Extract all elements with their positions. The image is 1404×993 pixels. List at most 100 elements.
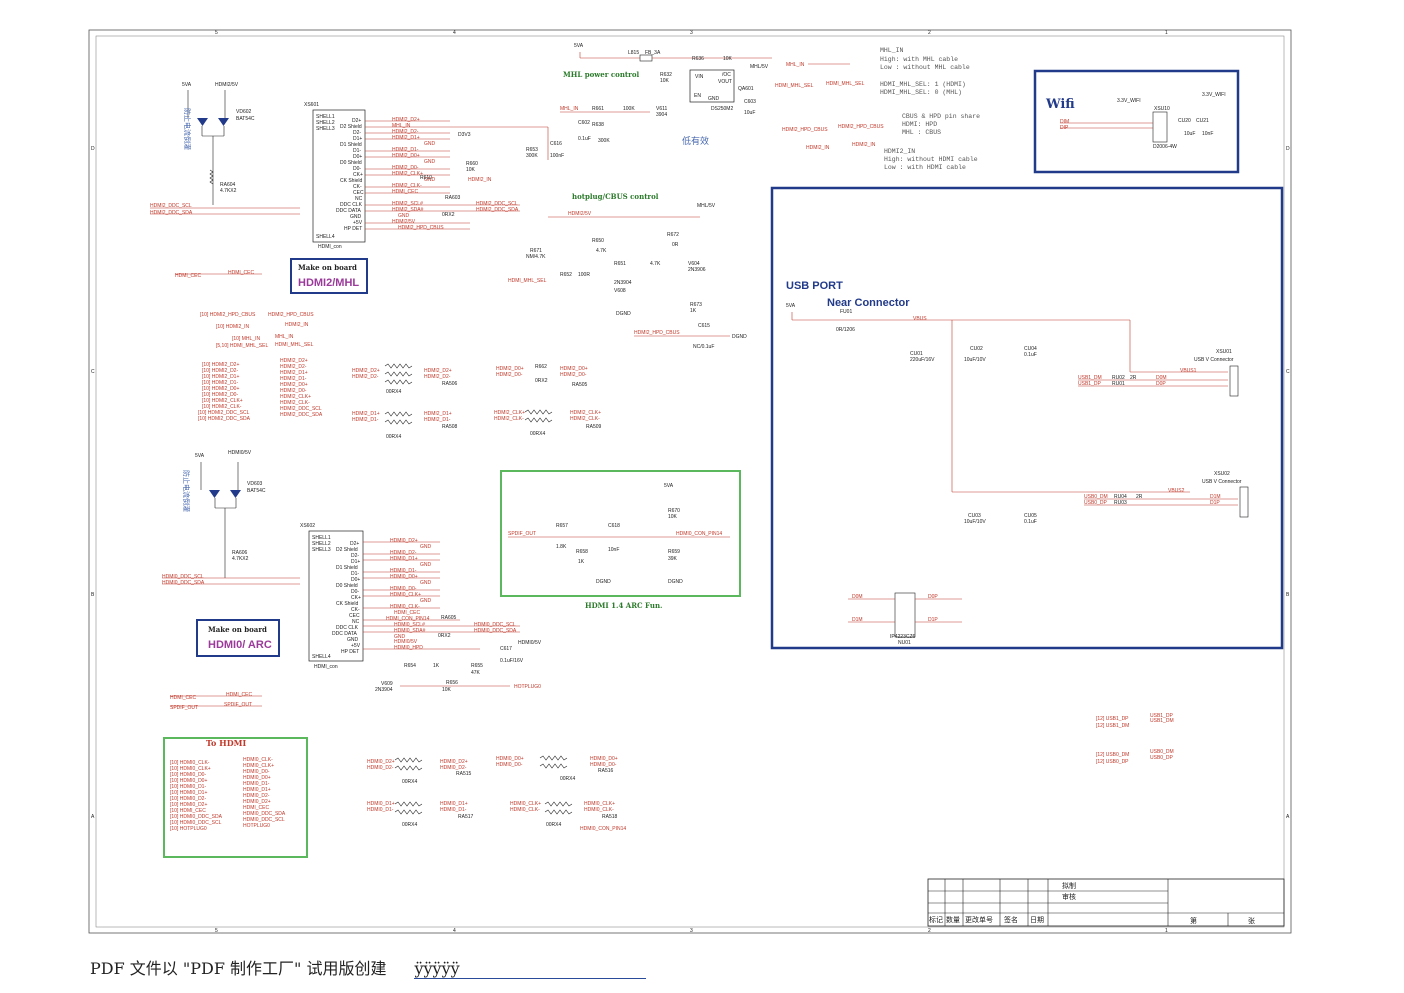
svg-text:D1+: D1+	[353, 136, 362, 142]
svg-text:D0 Shield: D0 Shield	[340, 160, 362, 166]
svg-text:HDMI0_D0+: HDMI0_D0+	[390, 574, 418, 580]
svg-text:R636: R636	[692, 56, 704, 62]
svg-text:10K: 10K	[668, 514, 678, 520]
svg-text:1: 1	[1165, 30, 1168, 36]
svg-text:HDMI2_DDC_SCL: HDMI2_DDC_SCL	[150, 203, 192, 209]
svg-text:HDMI_CEC: HDMI_CEC	[243, 805, 270, 811]
diode-icon	[197, 118, 208, 126]
svg-text:GND: GND	[350, 214, 362, 220]
svg-text:HDMI2_D2-: HDMI2_D2-	[392, 129, 419, 135]
svg-text:[10] HDMI2_HPD_CBUS: [10] HDMI2_HPD_CBUS	[200, 312, 256, 318]
svg-text:HDMI2_D1-: HDMI2_D1-	[424, 417, 451, 423]
svg-text:HDMI0_HPD: HDMI0_HPD	[394, 645, 423, 651]
svg-text:[10] HDMI2_D2-: [10] HDMI2_D2-	[202, 368, 238, 374]
svg-text:HDMI2_CLK-: HDMI2_CLK-	[570, 416, 600, 422]
svg-text:4.7K: 4.7K	[650, 261, 661, 267]
svg-text:D2 Shield: D2 Shield	[336, 547, 358, 553]
svg-text:HDMI0_DDC_SCL: HDMI0_DDC_SCL	[474, 622, 516, 628]
diode-icon	[230, 490, 241, 498]
svg-text:HDMI0/5V: HDMI0/5V	[394, 639, 418, 645]
svg-text:DDC DATA: DDC DATA	[332, 631, 357, 637]
svg-text:Wifi: Wifi	[1045, 97, 1075, 112]
svg-text:10K: 10K	[660, 78, 670, 84]
svg-text:HDMI2_D0+: HDMI2_D0+	[392, 153, 420, 159]
svg-text:R657: R657	[556, 523, 568, 529]
svg-text:[12] USB0_DP: [12] USB0_DP	[1096, 759, 1129, 765]
svg-text:HDMI2_SCL#: HDMI2_SCL#	[392, 201, 423, 207]
svg-text:HDMI0_CLK+: HDMI0_CLK+	[390, 592, 421, 598]
xs601-connector	[312, 109, 366, 243]
svg-text:00RX4: 00RX4	[386, 389, 402, 395]
svg-text:R632: R632	[660, 72, 672, 78]
svg-text:HDMI0_DDC_SCL: HDMI0_DDC_SCL	[243, 817, 285, 823]
svg-text:HDMI2_IN: HDMI2_IN	[285, 322, 309, 328]
svg-text:SPDIF_OUT: SPDIF_OUT	[224, 702, 252, 708]
svg-text:VBUS: VBUS	[913, 316, 927, 322]
svg-text:47K: 47K	[471, 670, 481, 676]
svg-text:SHELL4: SHELL4	[316, 234, 335, 240]
svg-text:HDMI_MHL_SEL: 0 (MHL): HDMI_MHL_SEL: 0 (MHL)	[880, 89, 962, 96]
svg-text:10uF/10V: 10uF/10V	[964, 357, 986, 363]
svg-text:NC/0.1uF: NC/0.1uF	[693, 344, 714, 350]
svg-text:300K: 300K	[526, 153, 538, 159]
svg-text:HDMI0/5V: HDMI0/5V	[518, 640, 542, 646]
svg-text:00RX4: 00RX4	[546, 822, 562, 828]
svg-text:HDMI0_D1+: HDMI0_D1+	[367, 801, 395, 807]
svg-text:D1+: D1+	[351, 559, 360, 565]
svg-text:GND: GND	[424, 159, 436, 165]
svg-text:5VA: 5VA	[195, 453, 205, 459]
svg-text:GND: GND	[420, 544, 432, 550]
svg-text:HDMI0_DDC_SDA: HDMI0_DDC_SDA	[474, 628, 517, 634]
svg-text:HDMI0_D1+: HDMI0_D1+	[390, 556, 418, 562]
svg-text:[10] HDMI2_D2+: [10] HDMI2_D2+	[202, 362, 239, 368]
svg-text:HDMI2_CLK-: HDMI2_CLK-	[494, 416, 524, 422]
svg-text:USB1_DM: USB1_DM	[1078, 375, 1102, 381]
svg-text:VBUS2: VBUS2	[1168, 488, 1185, 494]
svg-text:[10] HDMI0_CLK+: [10] HDMI0_CLK+	[170, 766, 211, 772]
svg-text:HDMI2_HPD_CBUS: HDMI2_HPD_CBUS	[268, 312, 314, 318]
svg-text:XSU01: XSU01	[1216, 349, 1232, 355]
svg-text:HDMI0_D2-: HDMI0_D2-	[367, 765, 394, 771]
svg-text:RA606: RA606	[232, 550, 248, 556]
svg-text:HDMI2_DDC_SDA: HDMI2_DDC_SDA	[476, 207, 519, 213]
svg-text:HDMI2/5V: HDMI2/5V	[215, 82, 239, 88]
svg-text:D3V3: D3V3	[458, 132, 471, 138]
svg-text:防止电流倒灌: 防止电流倒灌	[182, 470, 191, 512]
svg-text:HDMI_CEC: HDMI_CEC	[175, 273, 202, 279]
svg-text:XSU02: XSU02	[1214, 471, 1230, 477]
svg-text:D0+: D0+	[353, 154, 362, 160]
svg-text:HDMI2_D0-: HDMI2_D0-	[392, 165, 419, 171]
svg-text:5VA: 5VA	[574, 43, 584, 49]
svg-text:[10] HDMI2_D1-: [10] HDMI2_D1-	[202, 380, 238, 386]
svg-text:HDMI2_HPD_CBUS: HDMI2_HPD_CBUS	[398, 225, 444, 231]
svg-text:CEC: CEC	[349, 613, 360, 619]
xs601-nets: HDMI2_D2+MHL_IN HDMI2_D2-HDMI2_D1+ GNDHD…	[392, 117, 444, 231]
svg-text:RA518: RA518	[602, 814, 618, 820]
svg-text:CU02: CU02	[970, 346, 983, 352]
svg-text:4: 4	[453, 928, 456, 934]
svg-text:USB0_DM: USB0_DM	[1150, 749, 1174, 755]
svg-text:2R: 2R	[1136, 494, 1143, 500]
svg-text:HDMI2_D0-: HDMI2_D0-	[280, 388, 307, 394]
svg-text:HDMI0_D0-: HDMI0_D0-	[590, 762, 617, 768]
svg-text:HOTPLUG0: HOTPLUG0	[243, 823, 270, 829]
svg-text:MHL/5V: MHL/5V	[750, 64, 769, 70]
svg-text:0R/1206: 0R/1206	[836, 327, 855, 333]
svg-text:HDMI0_D0-: HDMI0_D0-	[390, 586, 417, 592]
svg-text:3.3V_WIFI: 3.3V_WIFI	[1202, 92, 1226, 98]
svg-text:HDMI0_CON_PIN14: HDMI0_CON_PIN14	[676, 531, 722, 537]
svg-text:HDMI_MHL_SEL: HDMI_MHL_SEL	[826, 81, 865, 87]
svg-text:DDC DATA: DDC DATA	[336, 208, 361, 214]
svg-text:D1 Shield: D1 Shield	[340, 142, 362, 148]
svg-text:HDMI2_DDC_SCL: HDMI2_DDC_SCL	[280, 406, 322, 412]
svg-text:第: 第	[1190, 916, 1197, 925]
svg-text:SPDIF_OUT: SPDIF_OUT	[170, 705, 198, 711]
svg-text:SHELL2: SHELL2	[312, 541, 331, 547]
svg-text:MHL_IN: MHL_IN	[392, 123, 411, 129]
svg-text:NC: NC	[352, 619, 360, 625]
svg-text:2N3904: 2N3904	[614, 280, 632, 286]
